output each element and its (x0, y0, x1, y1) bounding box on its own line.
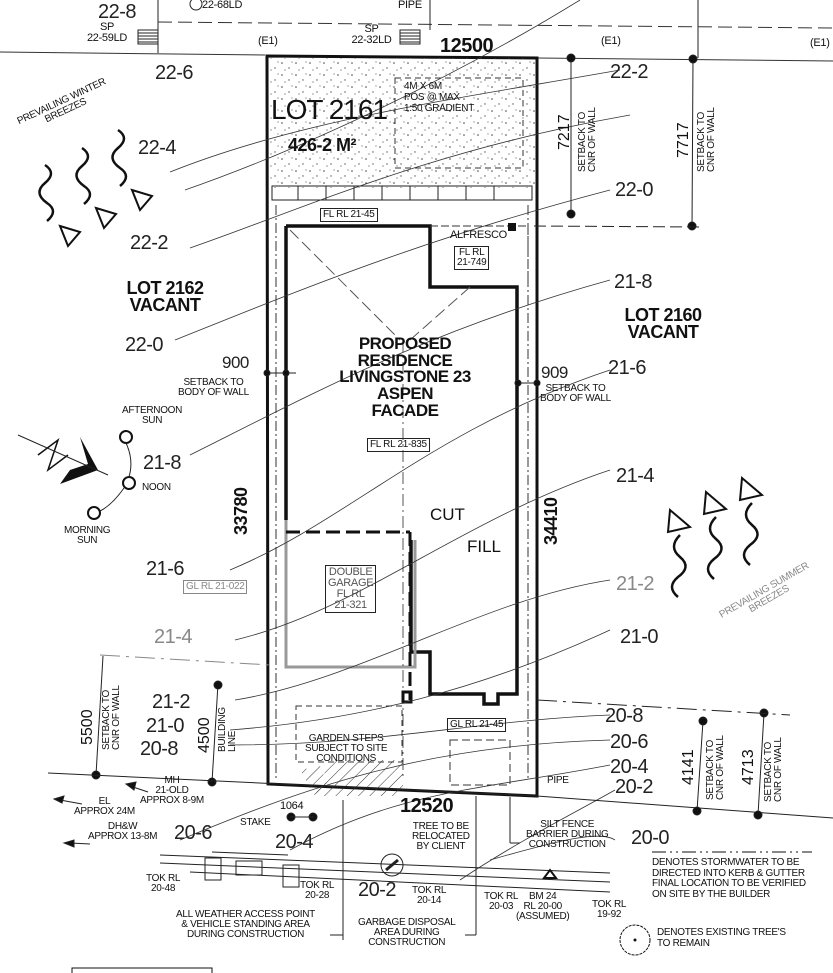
setback-front-left-value: 5500 (79, 709, 96, 745)
contour-label: 22-0 (125, 334, 164, 356)
stake-label: STAKE (240, 817, 271, 828)
easement-2: (E1) (601, 35, 621, 47)
contour-label: 22-0 (615, 179, 654, 201)
noon-label: NOON (142, 482, 171, 493)
paver-rl: FL RL 21-45 (320, 208, 378, 222)
contour-label: 22-2 (130, 232, 169, 254)
lot-title: LOT 2161 (271, 94, 388, 125)
contour-label: 20-8 (605, 705, 644, 727)
contour-label: 20-4 (610, 756, 649, 778)
contour-label: 21-4 (616, 465, 655, 487)
garage-gl: GL RL 21-022 (183, 580, 248, 594)
contour-label: 21-2 (616, 573, 655, 595)
manhole-level: 22-68LD (202, 0, 243, 11)
setback-front-right-1-value: 4141 (680, 749, 697, 785)
contour-label: 22-2 (610, 61, 649, 83)
contour-label: 20-4 (275, 831, 314, 853)
contour-label: 21-2 (152, 691, 191, 713)
frontage-rear: 12500 (440, 35, 494, 57)
fill-label: FILL (467, 537, 502, 556)
top-pipe: PIPE (398, 0, 422, 11)
building-line-value: 4500 (196, 717, 213, 753)
contour-label: 20-8 (140, 738, 179, 760)
contour-label: 20-6 (610, 731, 649, 753)
cut-label: CUT (430, 505, 465, 524)
contour-label: 22-6 (155, 62, 194, 84)
setback-front-right-2-value: 4713 (740, 749, 757, 785)
contour-label: 20-2 (358, 879, 397, 901)
pipe-label: PIPE (547, 775, 569, 786)
easement-3: (E1) (810, 37, 830, 49)
porch-gl: GL RL 21-45 (447, 718, 507, 732)
contour-label: 21-0 (146, 715, 185, 737)
setback-right-value: 909 (541, 363, 568, 382)
contour-label: 20-0 (631, 827, 670, 849)
floor-rl: FL RL 21-835 (367, 438, 430, 452)
frontage-street: 12520 (400, 795, 454, 817)
setback-rear-1-value: 7217 (556, 114, 573, 150)
contour-label: 21-4 (154, 626, 193, 648)
contour-label: 21-6 (608, 357, 647, 379)
level-22-8: 22-8 (98, 1, 137, 23)
setback-left-value: 900 (222, 353, 249, 372)
contour-label: 22-4 (138, 137, 177, 159)
alfresco-label: ALFRESCO (450, 229, 507, 241)
contour-label: 20-2 (615, 776, 654, 798)
depth-left: 33780 (231, 487, 251, 535)
contour-label: 21-6 (146, 558, 185, 580)
contour-label: 20-6 (174, 822, 213, 844)
contour-label: 21-8 (614, 271, 653, 293)
access-note: ALL WEATHER ACCESS POINT& VEHICLE STANDI… (176, 909, 315, 940)
lot-area: 426-2 M² (288, 135, 357, 155)
depth-right: 34410 (541, 497, 561, 545)
contour-label: 21-0 (620, 626, 659, 648)
easement-1: (E1) (258, 35, 278, 47)
contour-label: 21-8 (143, 452, 182, 474)
stake-offset: 1064 (280, 800, 304, 812)
setback-rear-2-value: 7717 (675, 122, 692, 158)
